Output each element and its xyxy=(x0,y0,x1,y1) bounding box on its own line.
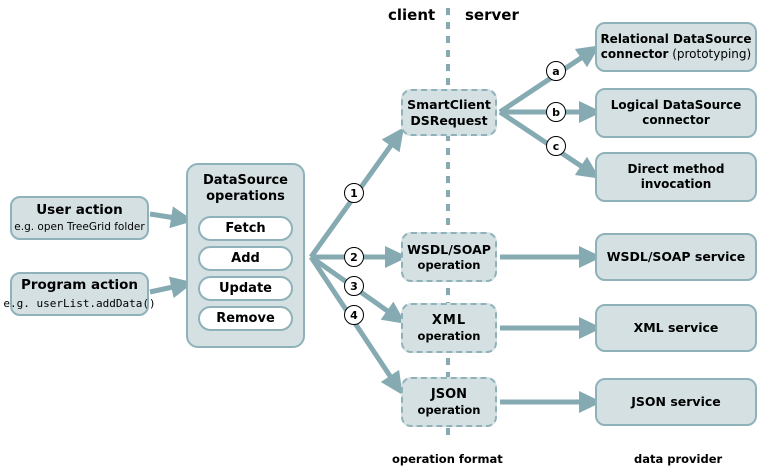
box-program-action-title: Program action xyxy=(20,277,139,294)
json-service-label: JSON service xyxy=(631,394,721,410)
relational-connector-line1: Relational DataSource xyxy=(600,32,752,46)
arrow-user-action-to-datasource xyxy=(149,206,194,229)
box-xml-service[interactable]: XML service xyxy=(595,304,757,352)
marker-b: b xyxy=(546,102,566,122)
xml-service-label: XML service xyxy=(633,320,719,336)
direct-method-line2: invocation xyxy=(640,177,712,191)
logical-connector-line1: Logical DataSource xyxy=(610,98,742,112)
relational-connector-line2: connector xyxy=(600,47,669,61)
box-user-action-title: User action xyxy=(36,202,123,218)
marker-1: 1 xyxy=(344,183,364,203)
json-operation-line1: JSON xyxy=(430,386,468,402)
relational-connector-note: (prototyping) xyxy=(668,47,752,61)
arrow-program-action-to-datasource xyxy=(149,276,194,299)
marker-c: c xyxy=(546,136,566,156)
marker-2: 2 xyxy=(344,247,364,267)
box-xml-operation[interactable]: XML operation xyxy=(401,303,497,353)
header-client: client xyxy=(388,6,436,24)
wsdl-operation-line2: operation xyxy=(417,257,481,272)
marker-4: 4 xyxy=(344,305,364,325)
operation-pill-remove[interactable]: Remove xyxy=(198,306,293,331)
box-json-service[interactable]: JSON service xyxy=(595,378,757,426)
box-logical-datasource-connector[interactable]: Logical DataSource connector xyxy=(595,88,757,138)
box-user-action[interactable]: User action e.g. open TreeGrid folder xyxy=(10,196,149,240)
arrow-smartclient-to-relational xyxy=(498,45,600,115)
direct-method-line1: Direct method xyxy=(627,162,725,176)
smartclient-line1: SmartClient xyxy=(407,96,491,112)
logical-connector-line2: connector xyxy=(642,113,710,127)
operation-pill-update[interactable]: Update xyxy=(198,276,293,301)
xml-operation-line1: XML xyxy=(431,312,467,328)
box-smartclient-dsrequest[interactable]: SmartClient DSRequest xyxy=(401,89,497,136)
json-operation-line2: operation xyxy=(417,402,481,417)
box-wsdl-soap-service[interactable]: WSDL/SOAP service xyxy=(595,233,757,281)
arrow-smartclient-to-direct xyxy=(498,109,600,179)
wsdl-service-label: WSDL/SOAP service xyxy=(606,249,746,265)
box-direct-method-invocation[interactable]: Direct method invocation xyxy=(595,152,757,202)
box-json-operation[interactable]: JSON operation xyxy=(401,377,497,427)
box-program-action[interactable]: Program action e.g. userList.addData() xyxy=(3,272,156,316)
box-relational-datasource-connector[interactable]: Relational DataSource connector (prototy… xyxy=(595,22,757,72)
box-user-action-subtitle: e.g. open TreeGrid folder xyxy=(14,220,145,233)
marker-3: 3 xyxy=(344,276,364,296)
xml-operation-line2: operation xyxy=(417,328,481,343)
smartclient-line2: DSRequest xyxy=(410,112,488,128)
wsdl-operation-line1: WSDL/SOAP xyxy=(407,242,491,257)
operation-pill-fetch[interactable]: Fetch xyxy=(198,216,293,241)
datasource-title-line2: operations xyxy=(206,189,285,205)
operation-pill-add[interactable]: Add xyxy=(198,246,293,271)
datasource-title-line1: DataSource xyxy=(202,173,289,188)
marker-a: a xyxy=(546,61,566,81)
footer-operation-format: operation format xyxy=(392,452,503,466)
footer-data-provider: data provider xyxy=(634,452,723,466)
box-program-action-subtitle: e.g. userList.addData() xyxy=(3,297,156,311)
header-server: server xyxy=(465,6,519,24)
box-wsdl-soap-operation[interactable]: WSDL/SOAP operation xyxy=(401,232,497,282)
